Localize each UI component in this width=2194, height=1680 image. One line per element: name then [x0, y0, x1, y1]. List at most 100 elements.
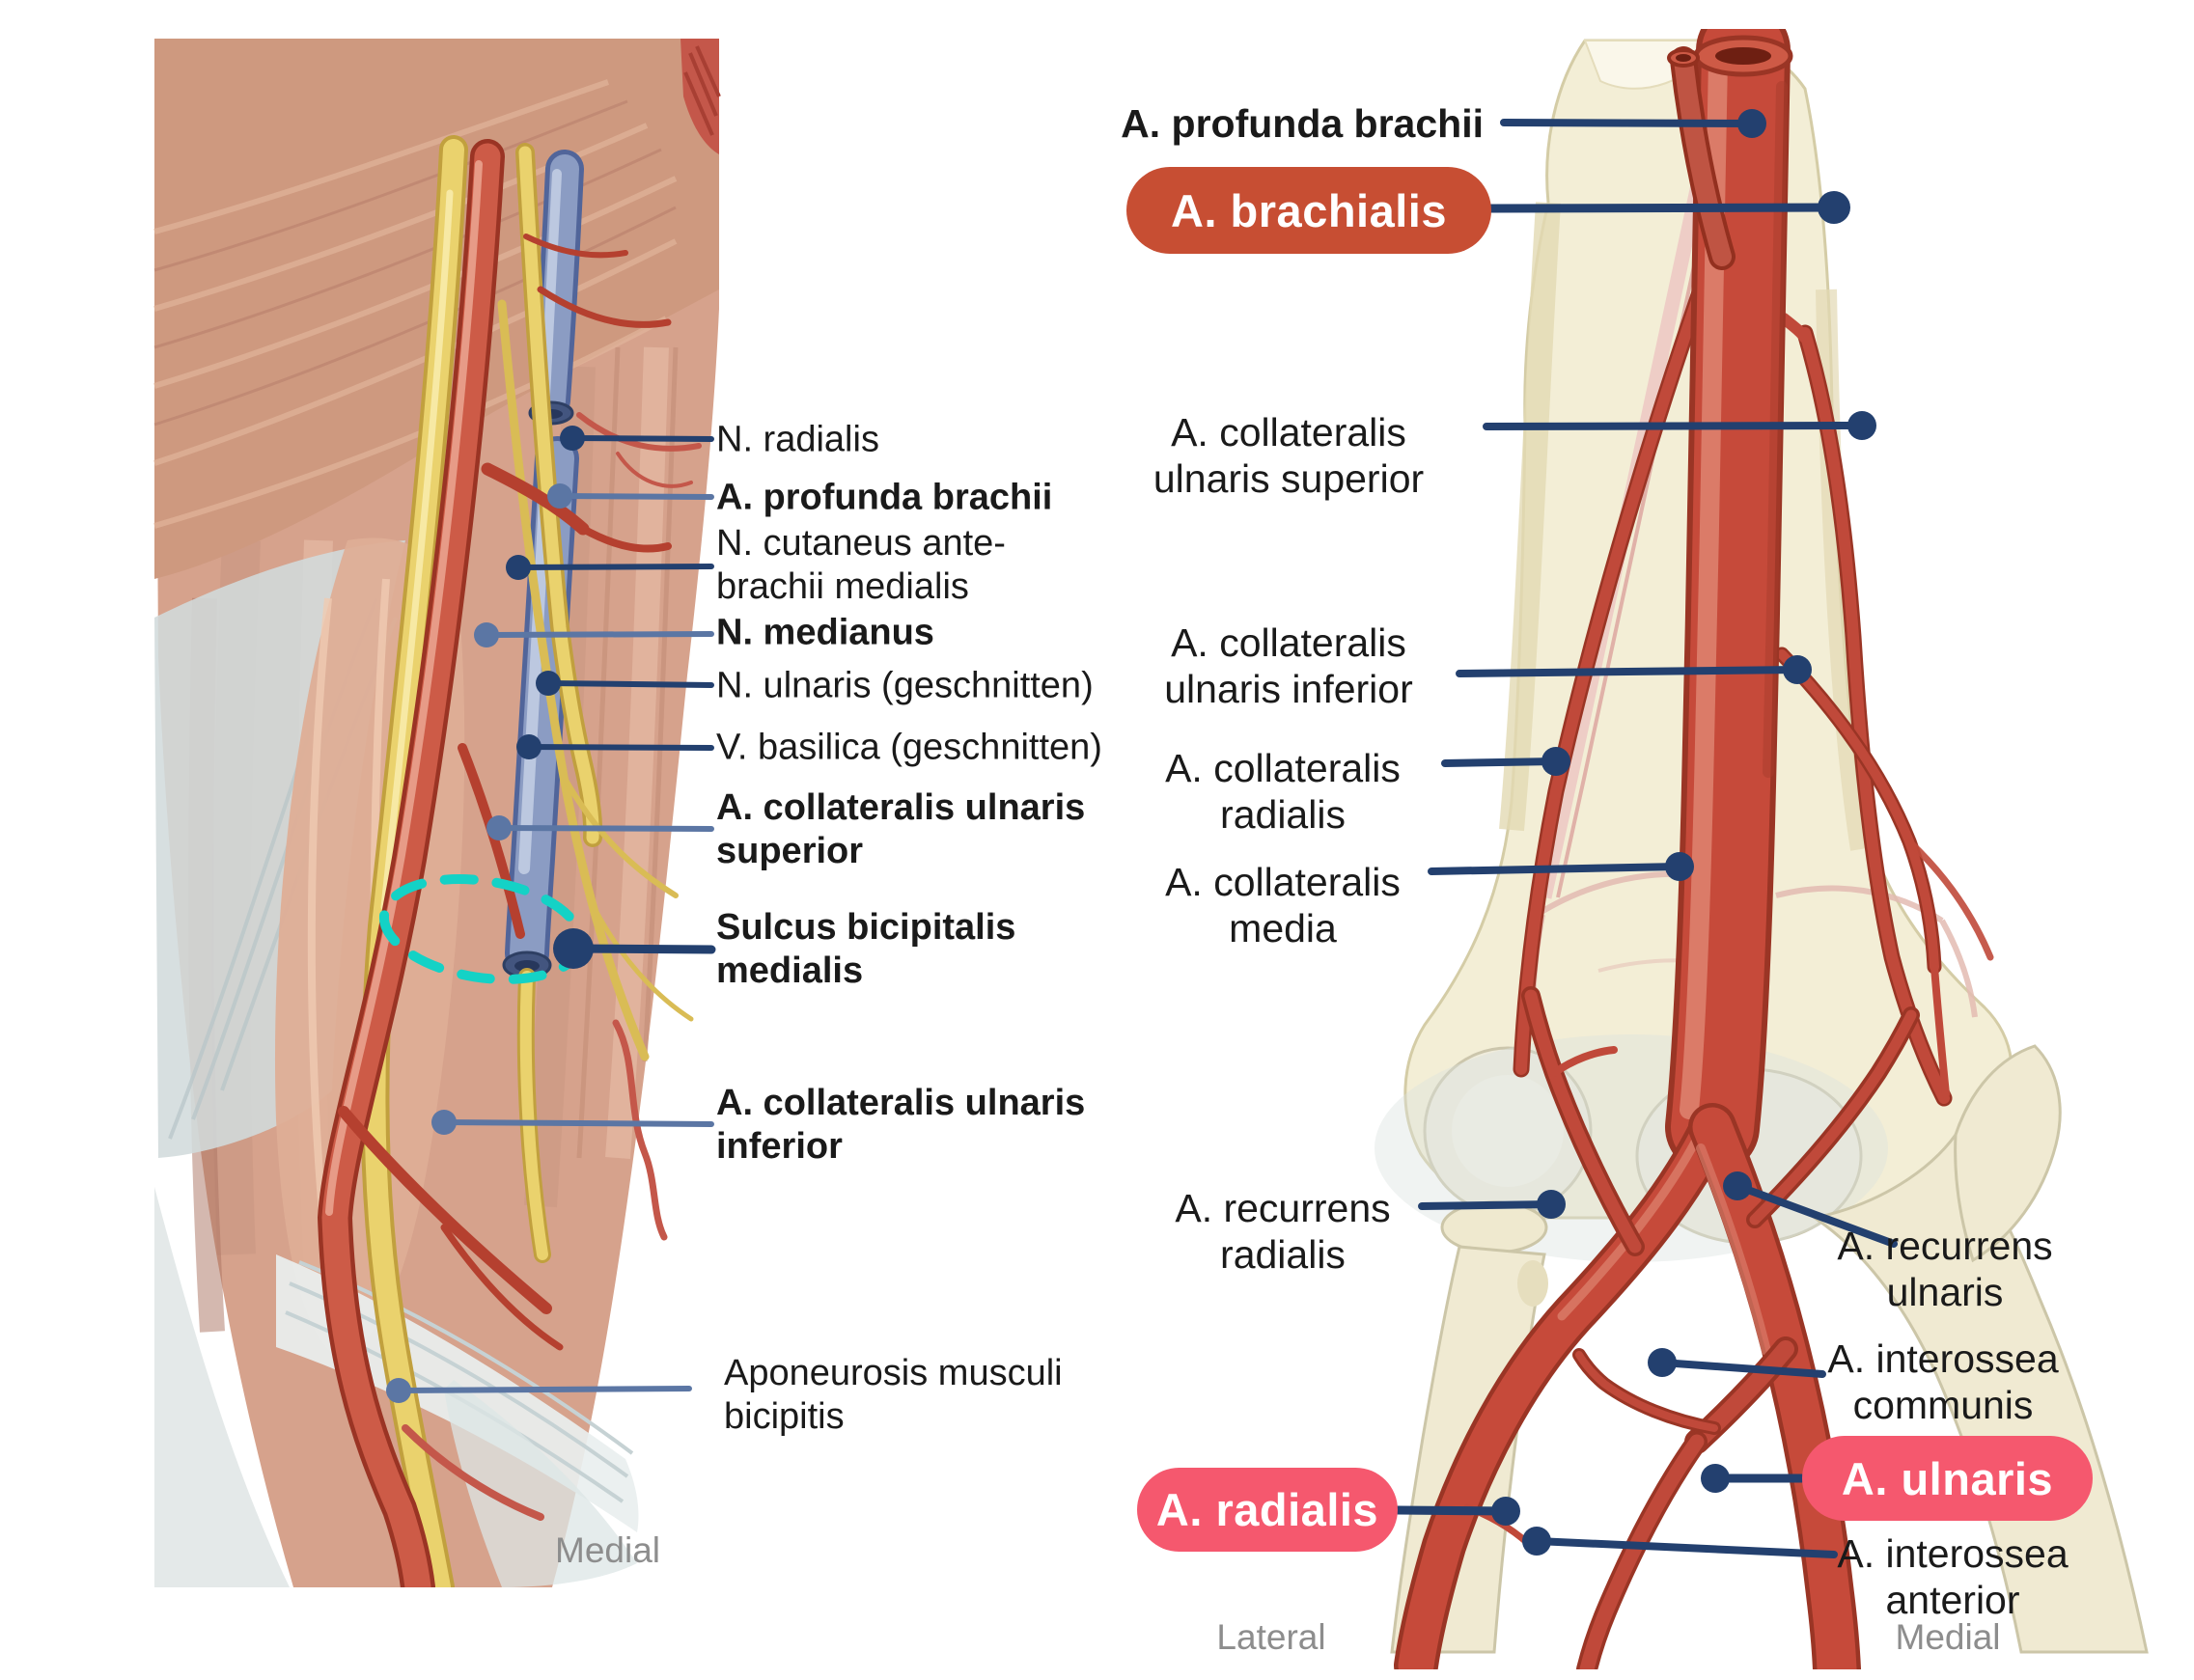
- label-line: communis: [1852, 1383, 2034, 1427]
- label-line: ulnaris inferior: [1164, 667, 1413, 711]
- label-n-cutaneus-ante-brachii-medialis: N. cutaneus ante-brachii medialis: [716, 522, 1006, 609]
- leader-line: [1456, 666, 1801, 677]
- arteries: [1394, 29, 1994, 1669]
- label-line: brachii medialis: [716, 566, 969, 607]
- label-line: anterior: [1885, 1578, 2020, 1622]
- leader-line: [1533, 1537, 1838, 1558]
- leader-line: [557, 493, 714, 500]
- badge-label: A. ulnaris: [1841, 1452, 2054, 1504]
- label-a-profunda-brachii: A. profunda brachii: [716, 477, 1052, 520]
- leader-dot: [1783, 655, 1812, 684]
- badge-a-radialis: A. radialis: [1137, 1468, 1398, 1552]
- label-line: A. collateralis: [1165, 860, 1401, 904]
- orientation-label-medial-right: Medial: [1895, 1617, 2001, 1657]
- label-line: inferior: [716, 1126, 843, 1167]
- badge-a-ulnaris: A. ulnaris: [1802, 1436, 2093, 1521]
- label-v-basilica-geschnitten: V. basilica (geschnitten): [716, 727, 1102, 770]
- label-line: A. collateralis: [1171, 620, 1406, 665]
- label-line: A. recurrens: [1837, 1224, 2053, 1268]
- label-line: V. basilica (geschnitten): [716, 727, 1102, 768]
- label-line: N. ulnaris (geschnitten): [716, 665, 1094, 706]
- sulcus-dashed-ellipse: [378, 874, 587, 984]
- leader-dot: [560, 426, 585, 451]
- leader-dot: [1491, 1497, 1520, 1526]
- leader-line: [545, 680, 714, 688]
- leader-line: [515, 564, 714, 570]
- leader-dot: [1737, 109, 1766, 138]
- leader-line: [396, 1386, 692, 1393]
- leader-dot: [506, 555, 531, 580]
- label-line: N. radialis: [716, 419, 879, 460]
- leader-line: [1418, 1200, 1555, 1210]
- leader-line: [484, 631, 714, 638]
- orientation-label-medial-left: Medial: [555, 1530, 660, 1570]
- leader-dot: [1723, 1171, 1752, 1200]
- label-line: ulnaris superior: [1153, 456, 1425, 501]
- label-line: ulnaris: [1886, 1270, 2004, 1314]
- leader-line: [1500, 119, 1756, 127]
- label-line: superior: [716, 831, 864, 871]
- leader-dot: [553, 928, 594, 969]
- leader-line: [496, 825, 714, 832]
- leader-line: [569, 944, 716, 954]
- label-line: N. cutaneus ante-: [716, 523, 1006, 564]
- badge-label: A. brachialis: [1171, 184, 1447, 236]
- label-line: A. profunda brachii: [1121, 101, 1484, 146]
- leader-dot: [536, 671, 561, 696]
- leader-dot: [474, 622, 499, 647]
- right-elbow-illustration: [1375, 29, 2149, 1669]
- leader-line: [1486, 203, 1839, 213]
- leader-dot: [1665, 852, 1694, 881]
- leader-line: [569, 435, 714, 442]
- leader-line: [441, 1119, 714, 1127]
- label-a-profunda-brachii: A. profunda brachii: [1121, 100, 1484, 147]
- label-n-ulnaris-geschnitten: N. ulnaris (geschnitten): [716, 665, 1094, 708]
- leader-dot: [547, 483, 572, 509]
- label-line: A. collateralis: [1165, 746, 1401, 790]
- label-line: A. interossea: [1837, 1531, 2069, 1576]
- label-line: N. medianus: [716, 612, 934, 653]
- leader-line: [526, 744, 714, 751]
- label-n-medianus: N. medianus: [716, 612, 934, 655]
- leader-line: [1441, 757, 1560, 767]
- left-arm-illustration: [153, 39, 721, 1587]
- leader-dot: [1541, 747, 1570, 776]
- leader-line: [1393, 1505, 1511, 1516]
- leader-line: [1658, 1359, 1826, 1378]
- leader-dot: [486, 815, 512, 840]
- label-line: A. collateralis: [1171, 410, 1406, 454]
- neurovascular-bundle: [317, 135, 702, 1587]
- leader-dot: [1818, 191, 1850, 224]
- label-line: A. collateralis ulnaris: [716, 787, 1086, 828]
- leader-dot: [431, 1110, 457, 1135]
- leader-dot: [1701, 1464, 1730, 1493]
- label-line: media: [1229, 906, 1337, 950]
- arm-muscles: [153, 39, 721, 1587]
- leader-line: [1483, 422, 1866, 430]
- leader-dot: [516, 734, 542, 759]
- orientation-label-lateral: Lateral: [1216, 1617, 1326, 1657]
- label-line: medialis: [716, 950, 864, 991]
- leader-dot: [1537, 1190, 1566, 1219]
- label-line: radialis: [1220, 792, 1346, 837]
- label-line: radialis: [1220, 1232, 1346, 1277]
- label-line: A. collateralis ulnaris: [716, 1083, 1086, 1123]
- leader-line: [1428, 863, 1683, 875]
- label-line: A. profunda brachii: [716, 477, 1053, 518]
- label-n-radialis: N. radialis: [716, 419, 879, 462]
- label-line: bicipitis: [724, 1396, 845, 1437]
- badge-a-brachialis: A. brachialis: [1126, 167, 1491, 254]
- label-line: A. recurrens: [1175, 1186, 1391, 1230]
